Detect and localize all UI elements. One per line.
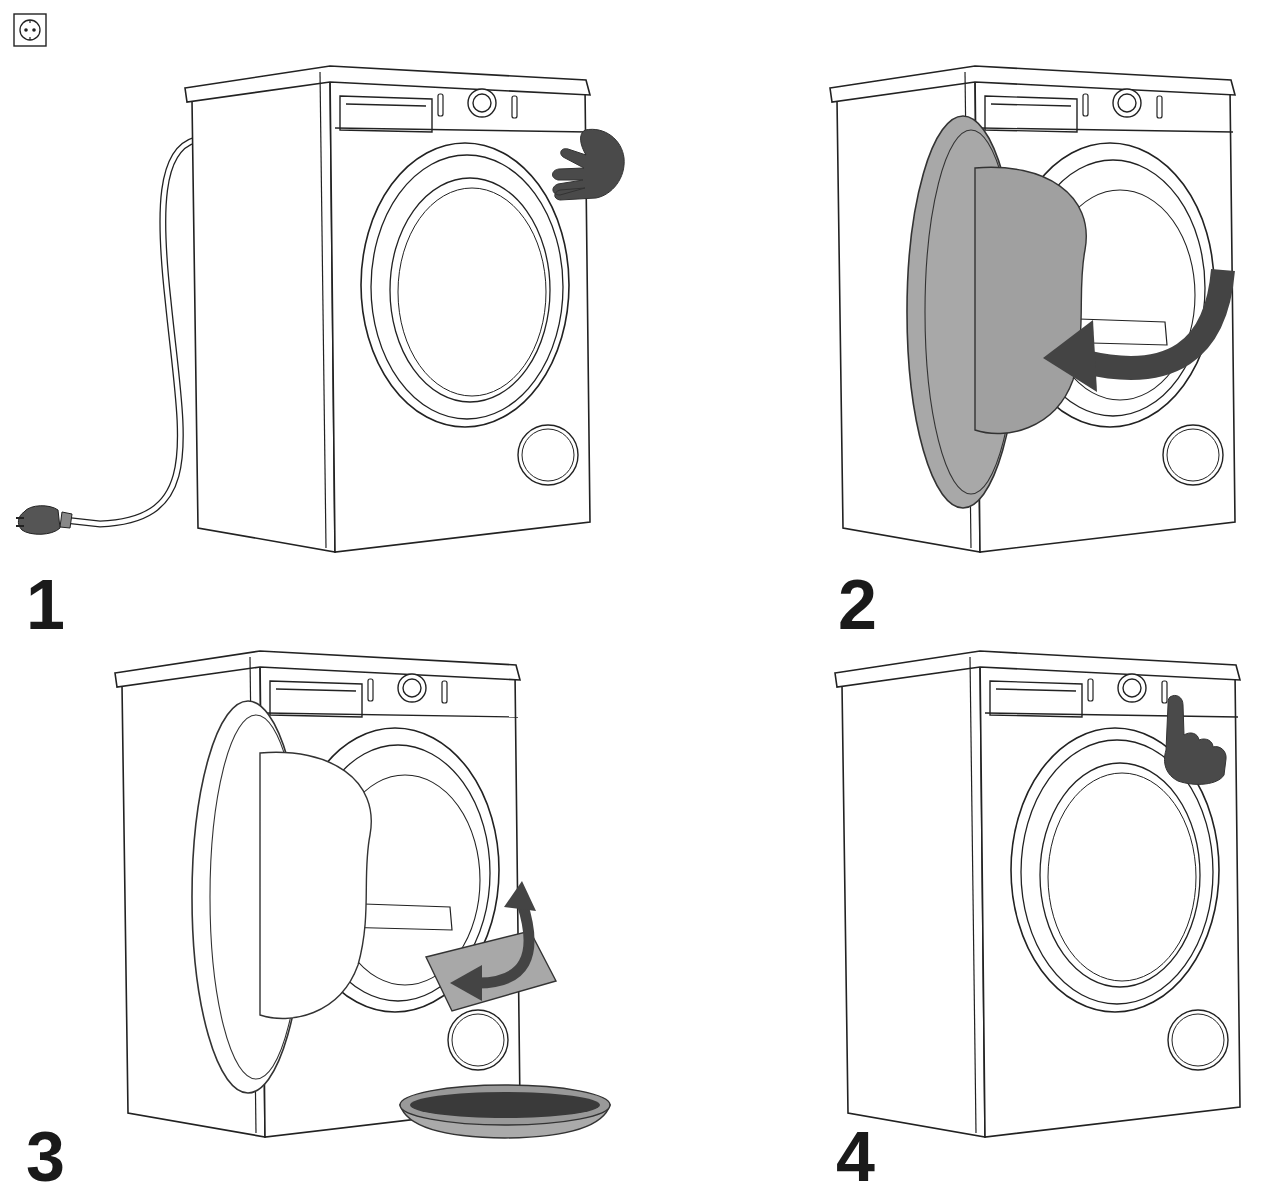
panel-open-door <box>830 66 1235 552</box>
socket-symbol <box>14 14 46 46</box>
rotation-arrow <box>1085 270 1223 368</box>
arrow-head <box>504 881 536 911</box>
pointing-hand <box>1165 695 1227 784</box>
step-number: 1 <box>26 570 65 640</box>
rotation-arrow <box>478 903 529 983</box>
step-number: 4 <box>836 1122 875 1192</box>
door-glass <box>975 167 1086 433</box>
step-number: 3 <box>26 1122 65 1192</box>
washing-machine <box>835 651 1240 1137</box>
washing-machine <box>115 651 520 1137</box>
panel-unplug <box>16 66 624 552</box>
washing-machine <box>185 66 590 552</box>
machine-door <box>361 143 569 427</box>
filter-cover <box>426 931 556 1011</box>
hand <box>552 129 624 200</box>
panel-restart <box>835 651 1240 1137</box>
door-glass <box>260 752 371 1018</box>
arrow-head <box>1043 320 1097 392</box>
arrow-head <box>450 965 482 1001</box>
step-number: 2 <box>838 570 877 640</box>
washing-machine <box>830 66 1235 552</box>
panel-drain <box>115 651 610 1138</box>
